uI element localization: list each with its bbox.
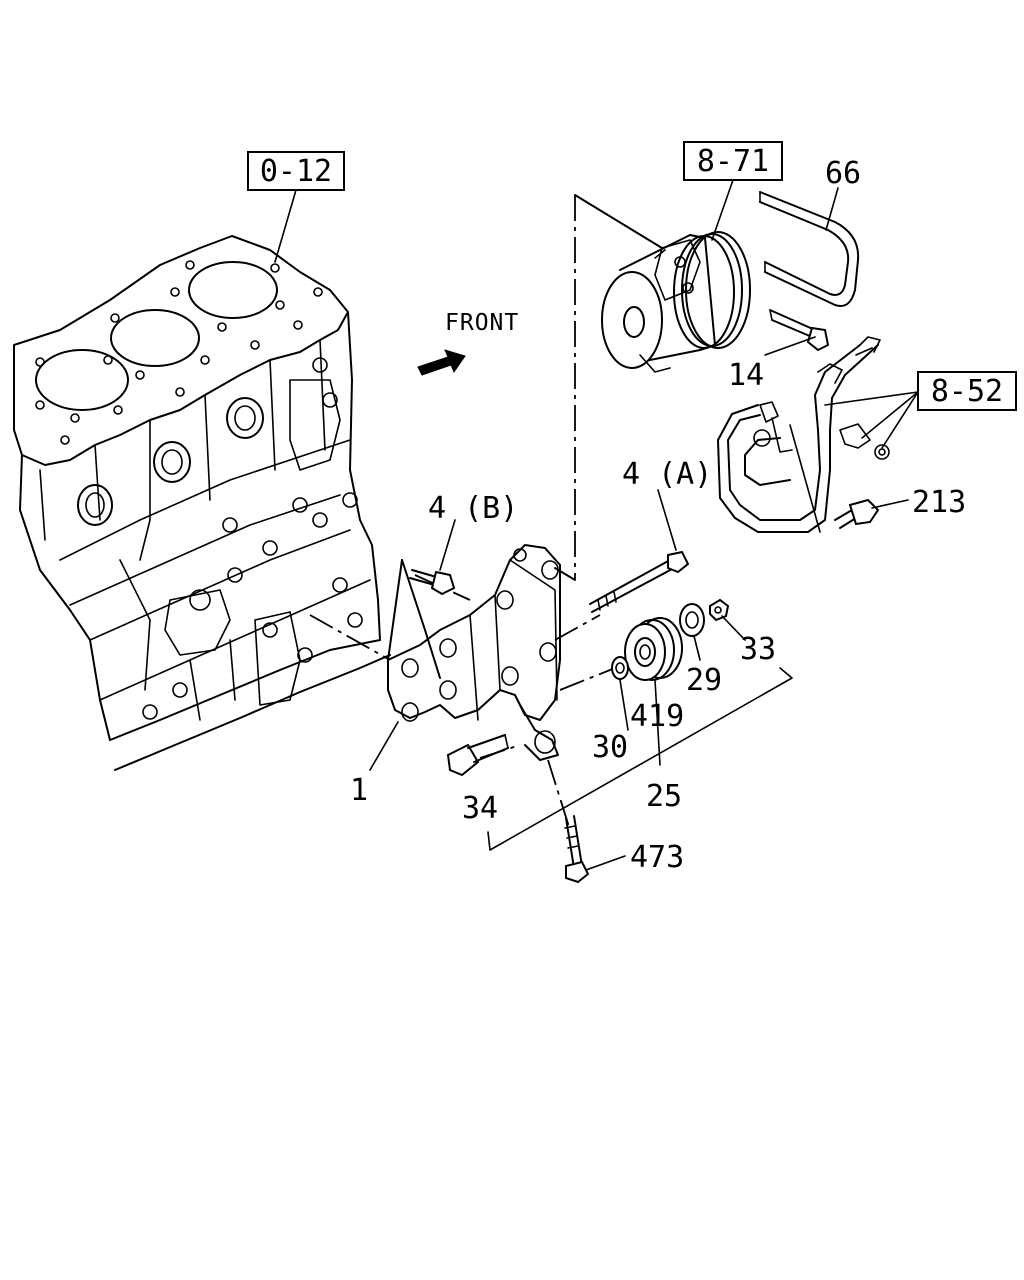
adjust-bolt [564, 815, 590, 884]
callout-33: 33 [740, 632, 776, 667]
ref-box-compressor: 8-71 [683, 141, 783, 241]
callout-1: 1 [350, 773, 368, 808]
washer [611, 656, 629, 680]
callout-4b: 4 (B) [428, 491, 518, 526]
callout-213: 213 [912, 485, 966, 520]
connection-lines [309, 195, 616, 831]
ref-label-0-12: 0-12 [260, 154, 332, 189]
idler-pulley [624, 617, 683, 681]
ac-pipes [717, 336, 890, 533]
callout-34: 34 [462, 791, 498, 826]
compressor-bolt [769, 309, 830, 352]
callout-419: 419 [630, 699, 684, 734]
callout-14: 14 [728, 358, 764, 393]
ref-box-engine: 0-12 [247, 151, 345, 263]
callout-labels: 1 4 (B) 4 (A) 14 25 29 30 33 34 66 213 4… [350, 156, 966, 875]
group-bracket [487, 667, 793, 851]
clip-bolt [834, 498, 880, 529]
front-arrow-icon [417, 349, 466, 376]
front-indicator: FRONT [417, 310, 519, 376]
callout-473: 473 [630, 840, 684, 875]
callout-66: 66 [825, 156, 861, 191]
idler-shaft [446, 734, 509, 777]
bolt-4a [589, 550, 690, 613]
drive-belt [759, 187, 860, 307]
callout-29: 29 [686, 663, 722, 698]
callout-4a: 4 (A) [622, 457, 712, 492]
compressor [574, 194, 751, 373]
engine-block [13, 235, 391, 771]
mounting-bracket [387, 544, 561, 761]
leader-lines [369, 336, 909, 871]
front-label: FRONT [445, 310, 519, 336]
ref-box-pipes: 8-52 [824, 371, 1017, 449]
pulley-cover [679, 603, 705, 637]
callout-25: 25 [646, 779, 682, 814]
nut [709, 598, 730, 622]
bolt-4b [409, 569, 456, 596]
ref-label-8-52: 8-52 [931, 374, 1003, 409]
ref-label-8-71: 8-71 [697, 144, 769, 179]
callout-30: 30 [592, 730, 628, 765]
